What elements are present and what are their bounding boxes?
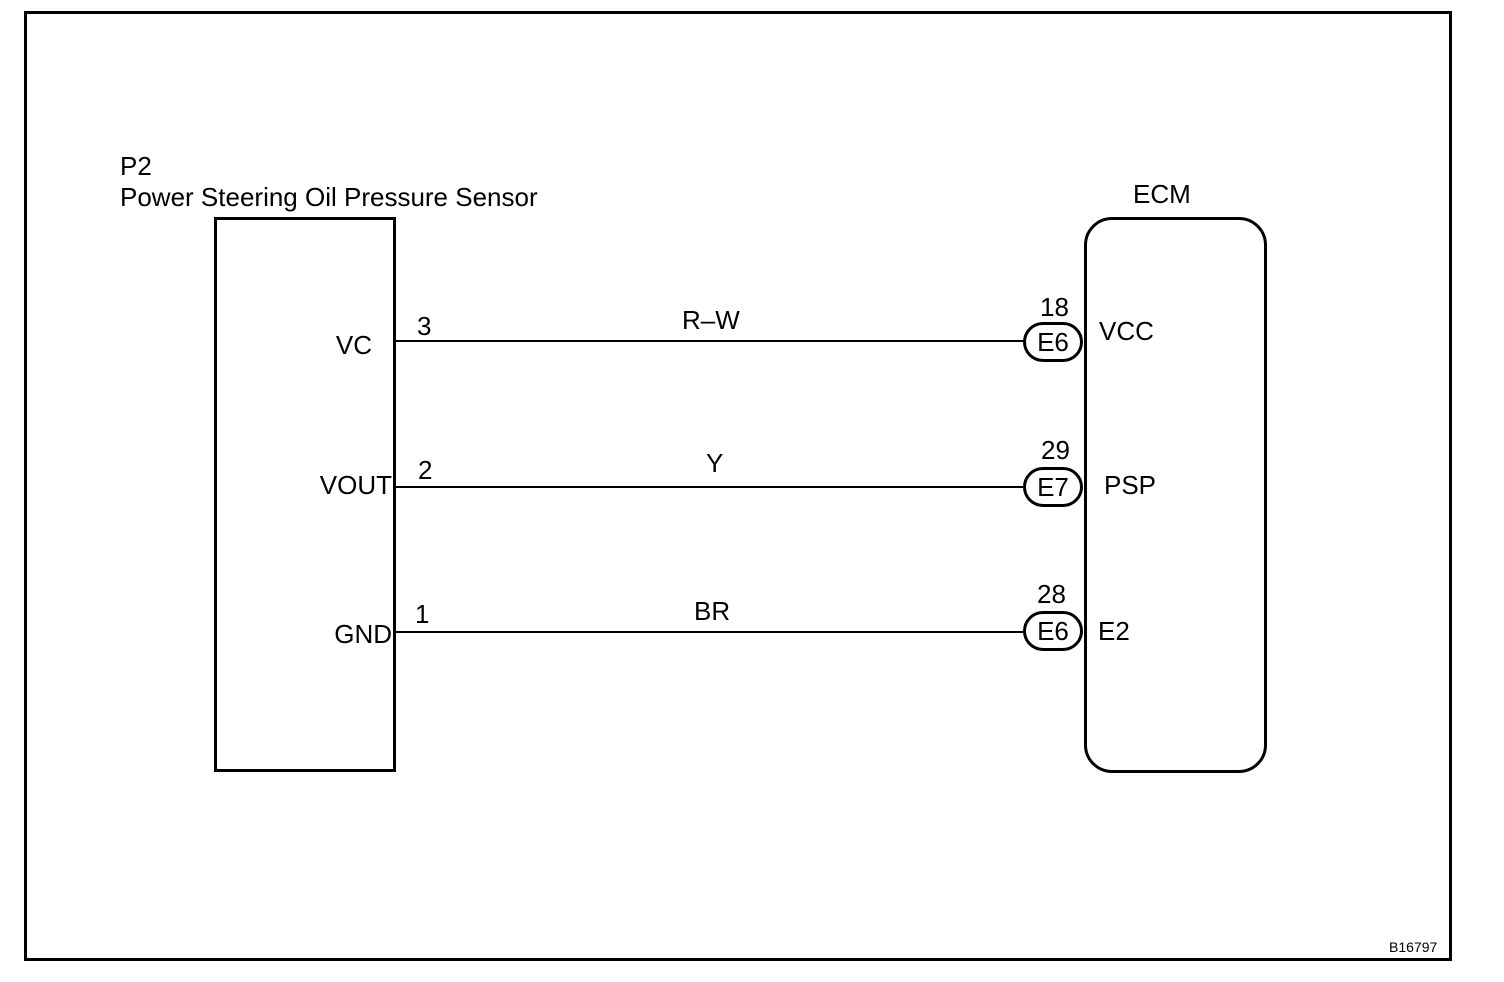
sensor-pin-number-3: 3 [417,311,432,341]
wire-vout-psp [396,486,1026,488]
ecm-pin-label-e2: E2 [1098,616,1130,646]
wire-color-y: Y [706,448,724,478]
diagram-frame [24,11,1452,961]
sensor-component-box [214,217,396,772]
connector-e6-e2: E6 [1023,611,1083,651]
connector-e6-vcc: E6 [1023,322,1083,362]
sensor-code: P2 [120,151,152,181]
wire-color-br: BR [694,596,731,626]
sensor-pin-label-vout: VOUT [319,470,392,500]
ecm-pin-label-vcc: VCC [1099,316,1154,346]
sensor-pin-label-vc: VC [335,330,372,360]
connector-e7-psp: E7 [1023,467,1083,507]
ecm-pin-number-28: 28 [1037,579,1066,609]
ecm-pin-label-psp: PSP [1104,470,1157,500]
ecm-pin-number-29: 29 [1041,435,1070,465]
ecm-pin-number-18: 18 [1040,292,1069,322]
sensor-name: Power Steering Oil Pressure Sensor [120,182,538,212]
sensor-pin-number-1: 1 [415,599,430,629]
wire-vc-vcc [396,340,1026,342]
ecm-component-box [1084,217,1267,773]
wire-color-r-w: R–W [682,305,740,335]
wire-gnd-e2 [396,631,1026,633]
reference-code: B16797 [1389,939,1438,955]
ecm-title: ECM [1133,179,1191,209]
sensor-pin-label-gnd: GND [334,619,392,649]
sensor-pin-number-2: 2 [418,455,433,485]
